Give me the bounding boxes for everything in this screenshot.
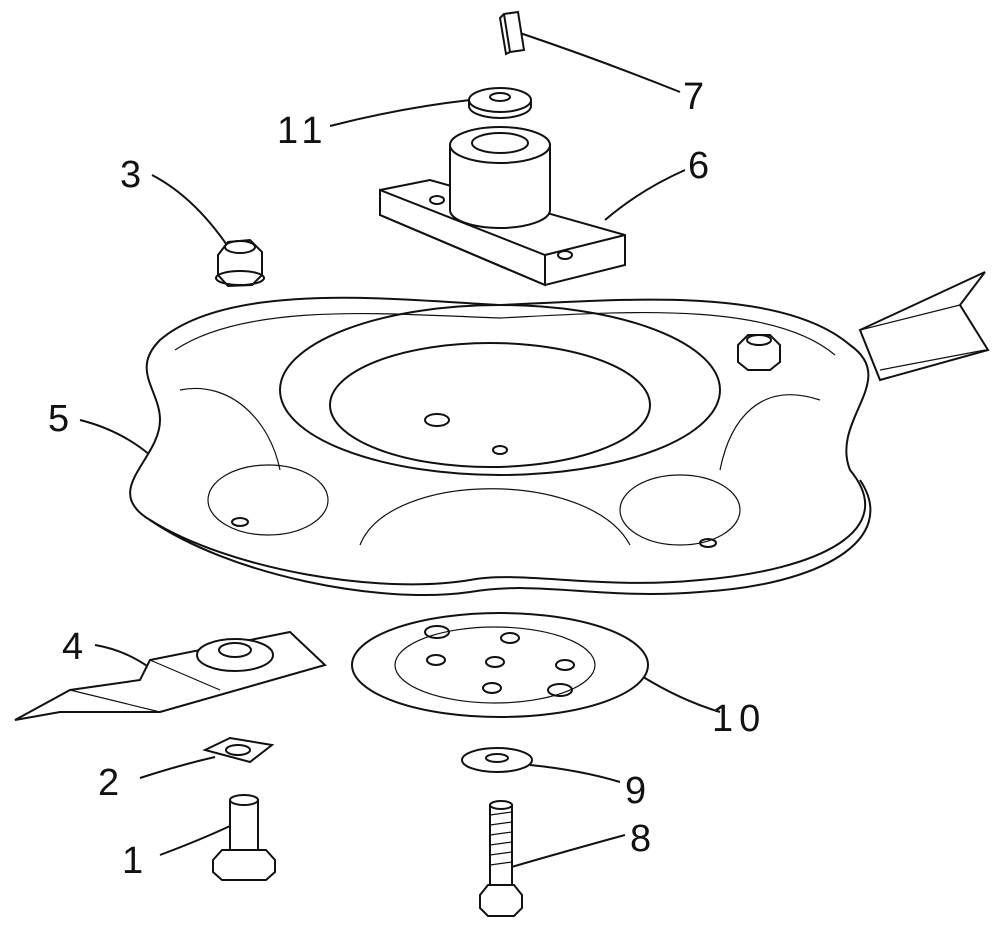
part-8-bolt xyxy=(479,800,523,917)
part-7-key xyxy=(498,10,526,56)
part-4-blade xyxy=(14,630,327,721)
part-9-washer xyxy=(461,747,533,773)
part-label-4: 4 xyxy=(62,626,90,668)
part-2-washer xyxy=(202,736,275,764)
part-1-bolt xyxy=(212,794,276,881)
part-3-nut xyxy=(215,238,265,288)
part-label-3: 3 xyxy=(120,154,148,196)
leader-lines xyxy=(79,32,721,869)
part-label-11: 11 xyxy=(277,110,329,152)
part-6-housing xyxy=(379,126,626,287)
part-label-2: 2 xyxy=(98,762,126,804)
part-11-washer xyxy=(468,87,532,119)
part-label-10: 10 xyxy=(712,698,767,740)
part-10-plate xyxy=(351,612,649,718)
part-label-1: 1 xyxy=(122,840,150,882)
part-label-8: 8 xyxy=(630,818,658,860)
part-label-5: 5 xyxy=(48,398,76,440)
part-5-disc xyxy=(129,271,990,597)
part-label-7: 7 xyxy=(683,76,711,118)
part-label-9: 9 xyxy=(625,770,653,812)
part-label-6: 6 xyxy=(688,145,716,187)
